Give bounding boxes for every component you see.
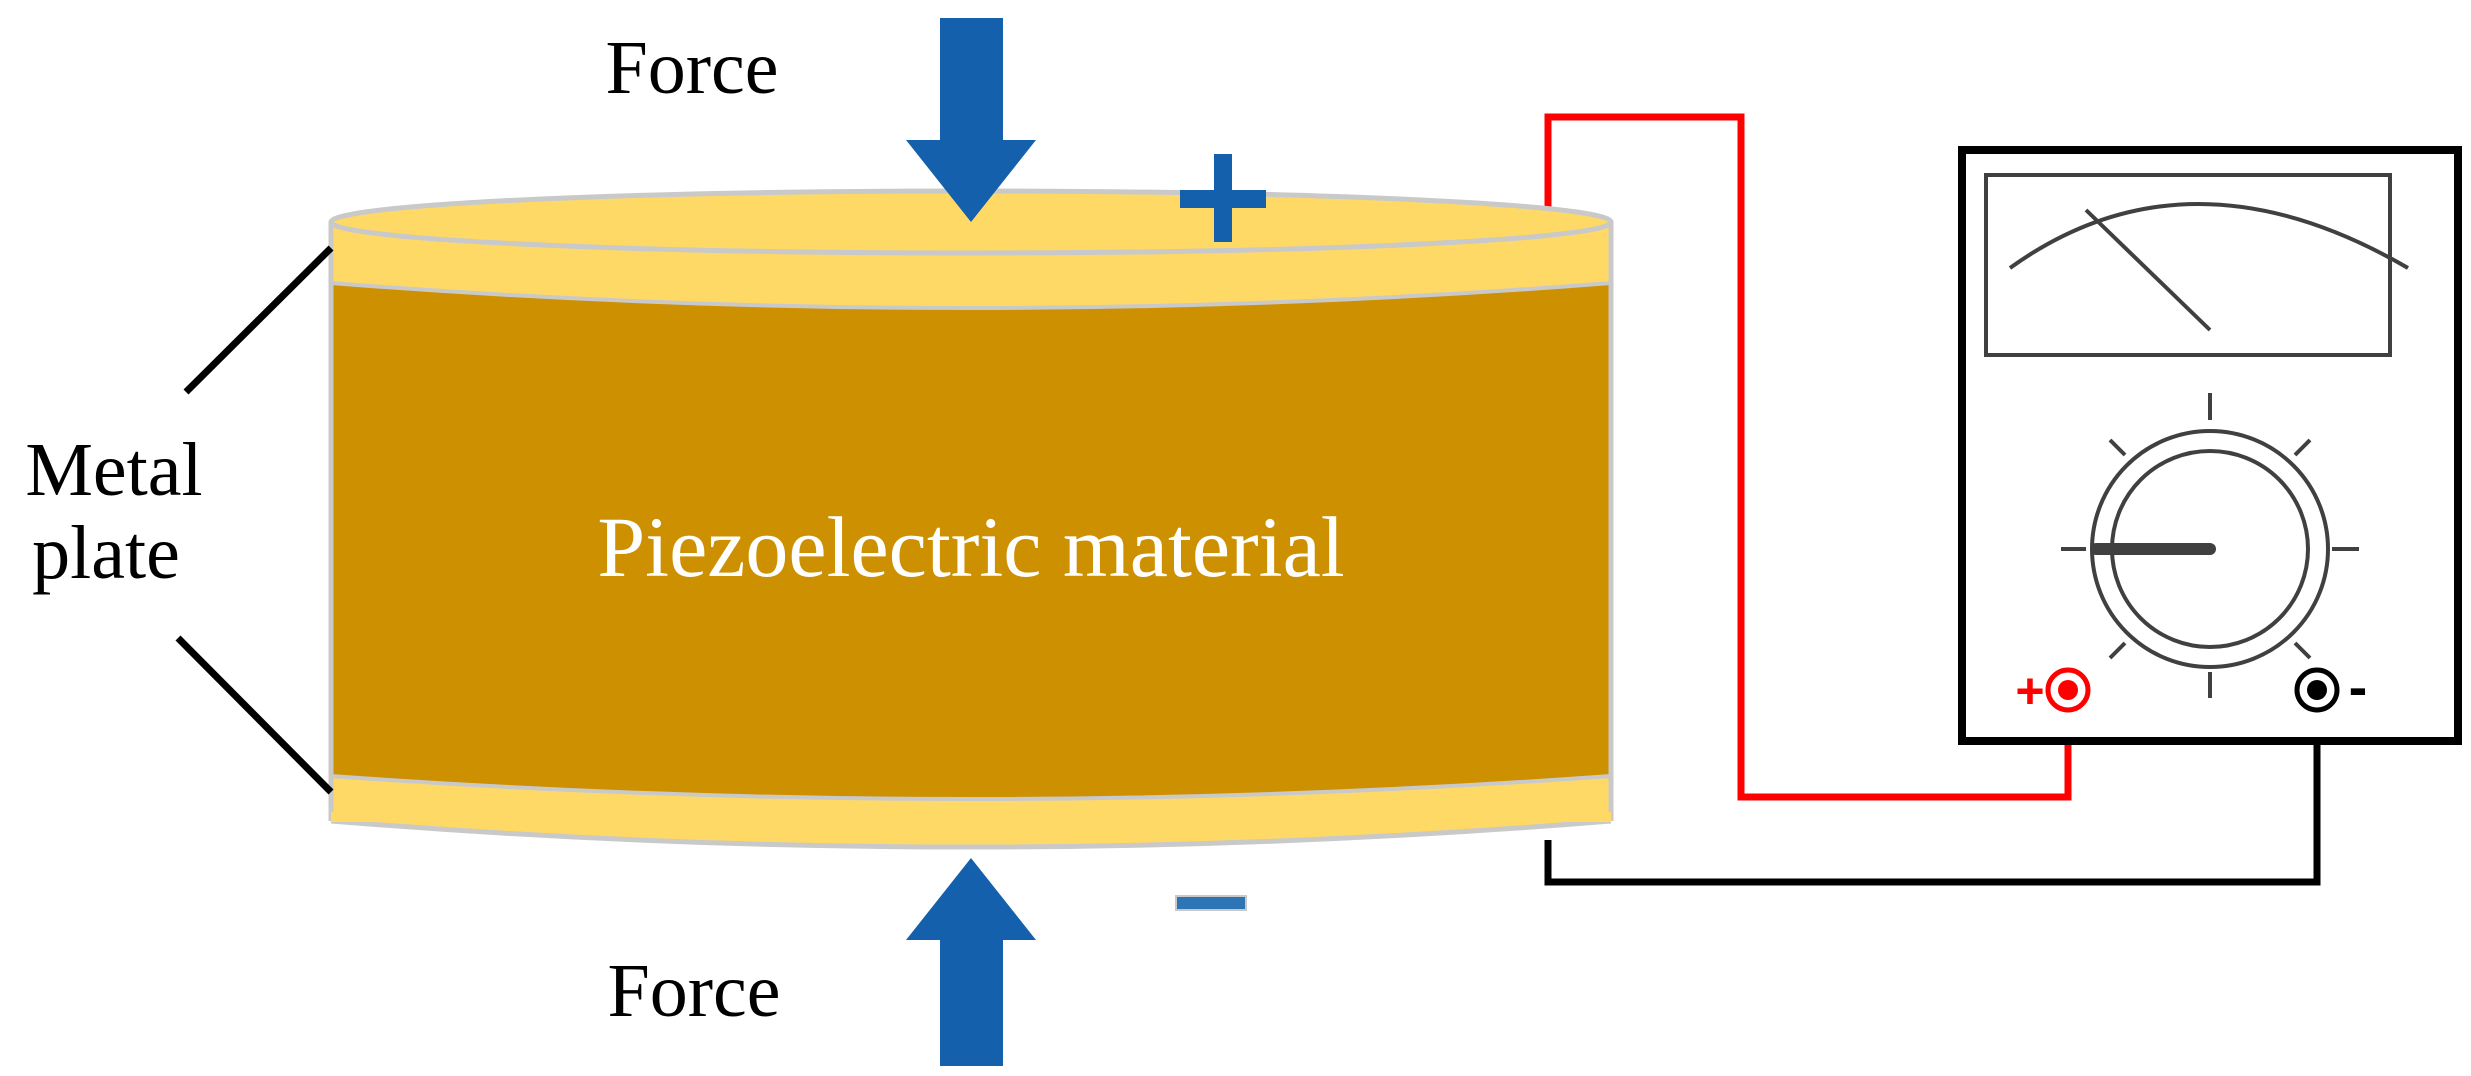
- meter-scale-arc: [2008, 202, 2410, 270]
- piezoelectric-body: [328, 283, 1614, 801]
- metal-plate-pointer-bottom: [175, 635, 334, 795]
- positive-terminal-label: +: [2015, 663, 2044, 719]
- force-label-top: Force: [605, 26, 778, 110]
- negative-terminal: [2294, 667, 2340, 713]
- metal-plate-label-line2: plate: [32, 511, 180, 595]
- down-arrow-icon: [906, 18, 1036, 222]
- selector-knob-icon: [2061, 393, 2359, 698]
- plus-sign-icon: [1180, 154, 1266, 242]
- voltmeter-icon: + -: [1958, 146, 2462, 745]
- meter-needle: [2084, 208, 2212, 332]
- metal-plate-pointer-top: [183, 245, 334, 395]
- metal-plate-label-line1: Metal: [25, 428, 202, 512]
- force-label-bottom: Force: [607, 949, 780, 1033]
- up-arrow-icon: [906, 858, 1036, 1066]
- negative-wire: [1544, 690, 2321, 886]
- material-label: Piezoelectric material: [597, 499, 1344, 595]
- meter-display: [1984, 173, 2392, 357]
- positive-wire: [1544, 113, 2072, 801]
- minus-sign-icon: [1175, 895, 1247, 911]
- negative-terminal-label: -: [2349, 655, 2368, 718]
- positive-terminal: [2045, 667, 2091, 713]
